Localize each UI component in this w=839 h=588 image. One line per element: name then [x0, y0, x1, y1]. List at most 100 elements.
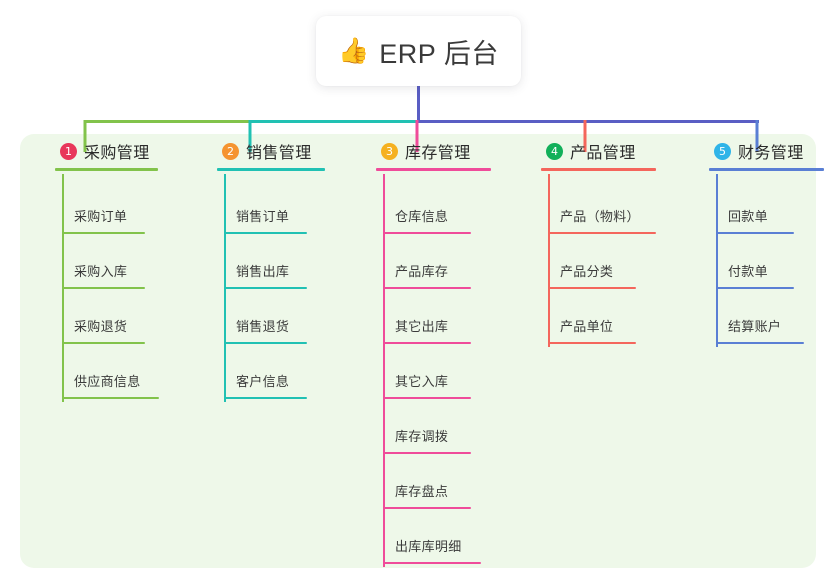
list-item[interactable]: 其它入库	[361, 344, 491, 399]
page-title: ERP 后台	[379, 38, 499, 69]
list-item-rule	[224, 397, 307, 399]
column-title-5: 财务管理	[738, 145, 804, 162]
list-item-rule	[716, 287, 794, 289]
list-item-rule	[62, 287, 145, 289]
column-badge-3: 3	[381, 142, 398, 160]
list-item-rule	[383, 287, 471, 289]
list-item-rule	[548, 342, 636, 344]
list-item-rule	[548, 232, 656, 234]
list-item-rule	[383, 562, 481, 564]
list-item[interactable]: 销售退货	[202, 289, 325, 344]
column-header-rule-1	[55, 168, 158, 171]
list-item-label: 产品分类	[560, 264, 614, 279]
column-header-5[interactable]: 5 财务管理	[694, 134, 824, 168]
list-item[interactable]: 仓库信息	[361, 179, 491, 234]
list-item-label: 产品库存	[395, 264, 449, 279]
list-item-label: 供应商信息	[74, 374, 141, 389]
list-item[interactable]: 其它出库	[361, 289, 491, 344]
list-item-rule	[383, 342, 471, 344]
column-badge-5: 5	[714, 142, 731, 160]
list-item-label: 其它入库	[395, 374, 449, 389]
list-item-label: 付款单	[728, 264, 768, 279]
list-item-rule	[224, 342, 307, 344]
module-column-5: 5 财务管理回款单付款单结算账户	[694, 134, 824, 347]
module-column-4: 4 产品管理产品（物料） 产品分类产品单位	[526, 134, 656, 347]
list-item-rule	[383, 397, 471, 399]
list-item[interactable]: 库存调拨	[361, 399, 491, 454]
trunk-line	[417, 86, 420, 123]
column-header-1[interactable]: 1 采购管理	[40, 134, 158, 168]
column-badge-2: 2	[222, 142, 239, 160]
list-item-label: 库存调拨	[395, 429, 449, 444]
bus-segment-1	[85, 120, 252, 123]
column-spine-1	[62, 174, 64, 402]
column-title-4: 产品管理	[570, 145, 636, 162]
list-item-label: 结算账户	[728, 319, 782, 334]
list-item-rule	[716, 342, 804, 344]
column-header-rule-2	[217, 168, 325, 171]
list-item-rule	[224, 287, 307, 289]
list-item-label: 客户信息	[236, 374, 290, 389]
list-item-label: 出库库明细	[395, 539, 462, 554]
module-column-1: 1 采购管理采购订单采购入库采购退货供应商信息	[40, 134, 159, 402]
list-item[interactable]: 回款单	[694, 179, 824, 234]
list-item[interactable]: 采购入库	[40, 234, 158, 289]
list-item-rule	[62, 342, 145, 344]
list-item-rule	[62, 232, 145, 234]
column-header-rule-3	[376, 168, 491, 171]
list-item-rule	[716, 232, 794, 234]
module-column-2: 2 销售管理销售订单销售出库销售退货客户信息	[202, 134, 325, 402]
list-item-label: 销售出库	[236, 264, 290, 279]
list-item-label: 回款单	[728, 209, 768, 224]
list-item-rule	[548, 287, 636, 289]
list-item[interactable]: 采购订单	[40, 179, 158, 234]
column-spine-5	[716, 174, 718, 347]
list-item-label: 产品（物料）	[560, 209, 640, 224]
column-items-1: 采购订单采购入库采购退货供应商信息	[40, 179, 159, 399]
bus-segment-3	[416, 120, 759, 123]
column-header-2[interactable]: 2 销售管理	[202, 134, 325, 168]
list-item-label: 其它出库	[395, 319, 449, 334]
list-item-rule	[224, 232, 307, 234]
column-badge-1: 1	[60, 142, 77, 160]
list-item[interactable]: 客户信息	[202, 344, 325, 399]
bus-segment-2	[250, 120, 418, 123]
column-title-3: 库存管理	[405, 145, 471, 162]
list-item-label: 销售退货	[236, 319, 290, 334]
list-item[interactable]: 付款单	[694, 234, 824, 289]
column-spine-3	[383, 174, 385, 567]
column-header-rule-5	[709, 168, 824, 171]
list-item-label: 产品单位	[560, 319, 614, 334]
list-item[interactable]: 供应商信息	[40, 344, 159, 399]
list-item[interactable]: 产品库存	[361, 234, 491, 289]
list-item[interactable]: 产品分类	[526, 234, 656, 289]
list-item-rule	[383, 452, 471, 454]
list-item[interactable]: 销售出库	[202, 234, 325, 289]
column-items-3: 仓库信息产品库存其它出库其它入库库存调拨库存盘点出库库明细	[361, 179, 491, 564]
list-item-rule	[62, 397, 159, 399]
list-item[interactable]: 出库库明细	[361, 509, 491, 564]
list-item[interactable]: 库存盘点	[361, 454, 491, 509]
column-badge-4: 4	[546, 142, 563, 160]
list-item-label: 销售订单	[236, 209, 290, 224]
root-title-card[interactable]: 👍 ERP 后台	[316, 16, 521, 86]
column-spine-4	[548, 174, 550, 347]
list-item[interactable]: 结算账户	[694, 289, 824, 344]
column-header-4[interactable]: 4 产品管理	[526, 134, 656, 168]
column-title-2: 销售管理	[246, 145, 312, 162]
column-items-4: 产品（物料） 产品分类产品单位	[526, 179, 656, 344]
module-columns: 1 采购管理采购订单采购入库采购退货供应商信息 2 销售管理销售订单销售出库销售退货客…	[20, 134, 824, 568]
list-item[interactable]: 产品（物料）	[526, 179, 656, 234]
list-item-label: 采购订单	[74, 209, 128, 224]
column-header-rule-4	[541, 168, 656, 171]
list-item-label: 采购入库	[74, 264, 128, 279]
column-items-5: 回款单付款单结算账户	[694, 179, 824, 344]
list-item[interactable]: 采购退货	[40, 289, 158, 344]
modules-panel	[20, 134, 816, 568]
list-item[interactable]: 产品单位	[526, 289, 656, 344]
column-header-3[interactable]: 3 库存管理	[361, 134, 491, 168]
list-item[interactable]: 销售订单	[202, 179, 325, 234]
thumbs-up-icon: 👍	[338, 36, 370, 65]
column-title-1: 采购管理	[84, 145, 150, 162]
list-item-label: 仓库信息	[395, 209, 449, 224]
